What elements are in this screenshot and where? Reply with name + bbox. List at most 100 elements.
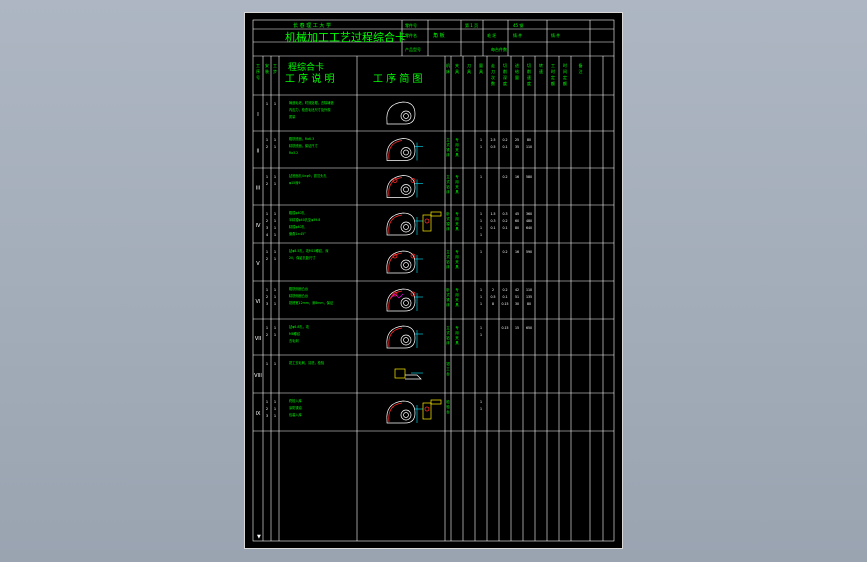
product-model-label: 产品型号	[405, 46, 421, 52]
install-number: 1	[274, 288, 276, 292]
param-value: 45	[515, 212, 519, 216]
sketch-hole	[410, 291, 416, 297]
install-number: 1	[274, 295, 276, 299]
param-value: 1	[480, 400, 482, 404]
sketch-bore-inner	[403, 113, 409, 119]
operation-description: 精铣侧面凸台	[289, 293, 308, 298]
machine-text: 床	[446, 152, 450, 157]
install-number: 1	[274, 138, 276, 142]
param-value: 0.2	[502, 250, 507, 254]
fixture-text: 具	[455, 302, 459, 307]
fixture-text: 专	[455, 211, 459, 216]
install-number: 1	[274, 414, 276, 418]
sketch-hole	[392, 253, 398, 259]
param-value: 8	[492, 302, 494, 306]
step-number: 4	[266, 233, 269, 237]
sketch-outline	[386, 325, 416, 349]
header-col-label: 数	[491, 80, 495, 86]
operation-number: VI	[256, 299, 261, 305]
process-sketch	[394, 368, 423, 380]
param-value: 590	[526, 250, 532, 254]
machine-text: 钳	[446, 361, 450, 366]
header-col-label: 走	[491, 62, 495, 68]
header-col-label: 次	[491, 74, 495, 80]
sketch-outline	[386, 101, 416, 125]
sketch-machined-surface	[388, 177, 403, 197]
header-col-label: 切	[503, 62, 507, 68]
operation-description: 内应力，检查毛坯尺寸及外观	[289, 107, 331, 112]
process-sketch	[386, 101, 416, 125]
install-number: 1	[274, 182, 276, 186]
inner-frame	[252, 19, 615, 542]
fixture-text: 专	[455, 174, 459, 179]
sketch-bore	[400, 147, 412, 158]
fixture-text: 用	[455, 180, 459, 184]
header-col-label: 量	[479, 62, 483, 68]
fixture-text: 用	[455, 217, 459, 221]
install-number: 1	[274, 102, 276, 106]
fixture-text: 夹	[455, 184, 459, 189]
heading-process-sketch: 工 序 简 图	[373, 72, 423, 85]
sketch-bore	[400, 221, 412, 233]
operation-description: 精镗φ40孔	[289, 224, 306, 229]
machine-text: 钻	[446, 259, 450, 264]
install-number: 1	[274, 219, 276, 223]
machine-text: 床	[446, 226, 450, 231]
sketch-bore	[400, 297, 412, 309]
operation-number: VII	[255, 336, 261, 342]
param-value: 1	[480, 233, 482, 237]
fixture-text: 具	[455, 226, 459, 231]
machine-text: 镗	[446, 221, 450, 226]
param-value: 2.5	[490, 138, 495, 142]
machine-text: 床	[446, 264, 450, 269]
param-value: 1	[480, 302, 482, 306]
fixture-text: 具	[455, 152, 459, 157]
install-number: 1	[274, 407, 276, 411]
param-value: 0.15	[501, 302, 508, 306]
install-number: 1	[274, 226, 276, 230]
sketch-cut	[390, 293, 404, 299]
step-number: 2	[266, 219, 268, 223]
process-sketch	[386, 250, 423, 274]
part-name-label: 零件名	[405, 32, 417, 38]
header-col-label: 额	[563, 80, 567, 86]
sketch-hole	[410, 253, 416, 259]
sketch-bore-inner	[403, 186, 409, 193]
fixture-text: 具	[455, 189, 459, 194]
header-col-label: 速	[527, 74, 531, 80]
step-number: 2	[266, 182, 268, 186]
sketch-machined-surface	[388, 252, 403, 273]
param-value: 1	[480, 226, 482, 230]
sketch-fixture	[422, 402, 432, 420]
param-value: 0.1	[502, 226, 507, 230]
operation-description: 精铣底面，保证尺寸	[289, 143, 318, 148]
header-col-label: 具	[479, 68, 483, 74]
step-number: 1	[266, 288, 268, 292]
operation-description: 20，保证孔距尺寸	[289, 255, 316, 260]
machine-text: 立	[446, 325, 450, 330]
operation-number: VIII	[254, 373, 262, 379]
operation-description: M8螺纹	[289, 331, 301, 336]
sheet-label: 第 1 页	[465, 22, 478, 28]
header-col-label: 刀	[491, 69, 495, 74]
header-col-label: 度	[527, 80, 531, 86]
machine-text: 式	[446, 142, 450, 147]
operation-description: Ra3.2	[289, 151, 298, 155]
operation-description: 钻φ8.5孔，攻M10螺纹，深	[289, 248, 329, 253]
operation-number: III	[256, 186, 260, 192]
sketch-fixture-top	[430, 211, 442, 217]
step-number: 1	[266, 400, 268, 404]
param-value: 0.15	[501, 326, 508, 330]
header-col-label: 时	[563, 62, 567, 68]
machine-text: 立	[446, 174, 450, 179]
step-number: 1	[266, 362, 268, 366]
operation-description: 钻φ6.8孔，攻	[289, 324, 310, 329]
header-col-label: 注	[579, 68, 583, 74]
param-value: 25	[515, 138, 519, 142]
machine-text: 台	[446, 409, 450, 414]
sketch-hole	[410, 178, 416, 183]
step-number: 3	[266, 226, 268, 230]
header-col-label: 削	[503, 68, 507, 74]
fixture-text: 用	[455, 143, 459, 147]
